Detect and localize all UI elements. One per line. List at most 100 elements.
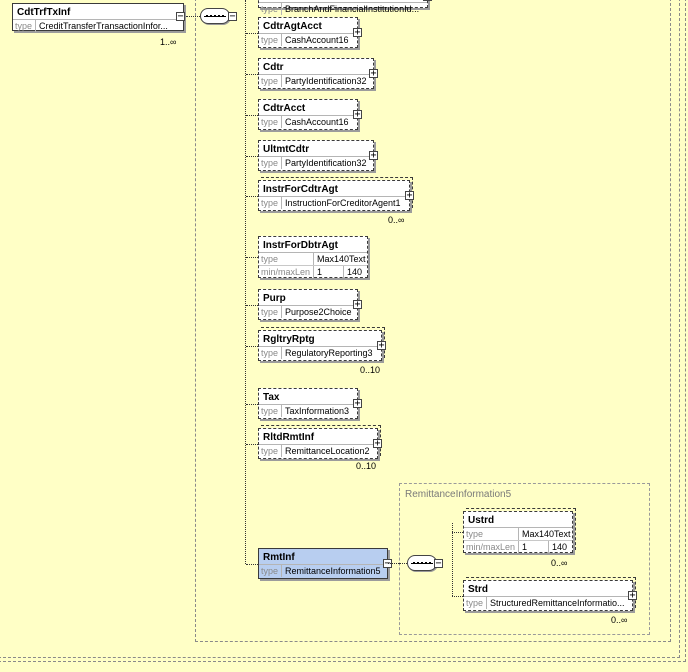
element-rmtinf-name: RmtInf — [263, 552, 295, 563]
connector-line — [246, 444, 258, 445]
type-label: type — [259, 3, 282, 15]
element-rgltryrptg-type: RegulatoryReporting3 — [285, 348, 373, 358]
root-cardinality: 1..∞ — [160, 37, 177, 47]
root-element-name: CdtTrfTxInf — [17, 7, 71, 18]
child-strd-type: StructuredRemittanceInformatio... — [490, 598, 625, 608]
child-ustrd-cardinality: 0..∞ — [551, 558, 568, 568]
element-ultmtcdtr-type: PartyIdentification32 — [285, 158, 367, 168]
child-connector-line — [452, 596, 463, 597]
element-instrforcdtragt-cardinality: 0..∞ — [388, 215, 405, 225]
element-rmtinf-type: RemittanceInformation5 — [285, 566, 381, 576]
type-label: type — [13, 20, 36, 32]
element-instrfordbtragt-min: 1 — [314, 266, 344, 278]
child-sequence-collapse-icon[interactable]: − — [434, 558, 443, 569]
sequence-branch-line — [245, 0, 246, 564]
type-label: type — [464, 528, 519, 540]
child-branch-line — [452, 523, 453, 596]
child-connector-line — [452, 532, 463, 533]
minmax-label: min/maxLen — [464, 541, 519, 553]
connector-line — [246, 257, 258, 258]
type-label: type — [259, 565, 282, 577]
connector-line — [246, 196, 258, 197]
element-instrfordbtragt-name: InstrForDbtrAgt — [263, 240, 338, 251]
type-label: type — [259, 347, 282, 359]
child-strd-cardinality: 0..∞ — [611, 615, 628, 625]
element-cdtragtacct-expand-icon[interactable]: + — [353, 27, 362, 38]
type-label: type — [259, 306, 282, 318]
element-cdtracct-name: CdtrAcct — [263, 103, 306, 114]
connector-line — [246, 74, 258, 75]
child-sequence-compositor-icon[interactable] — [407, 555, 437, 571]
element-purp-expand-icon[interactable]: + — [353, 299, 362, 310]
connector-line — [246, 305, 258, 306]
type-label: type — [259, 253, 314, 265]
element-rgltryrptg-expand-icon[interactable]: + — [377, 340, 386, 351]
element-first-type: BranchAndFinancialInstitutionId... — [285, 4, 420, 14]
element-tax-type: TaxInformation3 — [285, 406, 350, 416]
connector-line — [246, 564, 258, 565]
type-label: type — [259, 34, 282, 46]
element-rltdrmtinf-expand-icon[interactable]: + — [373, 438, 382, 449]
element-rltdrmtinf-type: RemittanceLocation2 — [285, 446, 370, 456]
connector-rmtinf-out — [388, 563, 399, 564]
type-label: type — [464, 597, 487, 609]
connector-line — [246, 346, 258, 347]
type-label: type — [259, 445, 282, 457]
element-cdtracct-expand-icon[interactable]: + — [353, 109, 362, 120]
child-ustrd-type: Max140Text — [522, 529, 571, 539]
element-rltdrmtinf-name: RltdRmtInf — [263, 432, 315, 443]
connector-root-sequence — [186, 16, 200, 17]
type-label: type — [259, 197, 282, 209]
element-cdtr-type: PartyIdentification32 — [285, 76, 367, 86]
type-label: type — [259, 157, 282, 169]
child-strd-name: Strd — [468, 584, 488, 595]
sequence-collapse-icon[interactable]: − — [228, 11, 237, 22]
child-strd-expand-icon[interactable]: + — [628, 590, 637, 601]
element-purp-type: Purpose2Choice — [285, 307, 352, 317]
child-ustrd-min: 1 — [519, 541, 549, 553]
element-rgltryrptg-name: RgltryRptg — [263, 334, 315, 345]
root-collapse-icon[interactable]: − — [176, 11, 185, 22]
element-cdtragtacct-name: CdtrAgtAcct — [263, 21, 322, 32]
element-instrforcdtragt-name: InstrForCdtrAgt — [263, 184, 338, 195]
outer-frame-2 — [0, 0, 680, 658]
element-cdtr-name: Cdtr — [263, 62, 284, 73]
remittance-information-frame — [399, 483, 650, 635]
sequence-compositor-icon[interactable] — [200, 8, 230, 24]
connector-line — [246, 404, 258, 405]
element-rgltryrptg-cardinality: 0..10 — [360, 365, 381, 375]
element-ultmtcdtr-expand-icon[interactable]: + — [369, 150, 378, 161]
element-cdtr-expand-icon[interactable]: + — [369, 68, 378, 79]
connector-line — [246, 33, 258, 34]
element-purp-name: Purp — [263, 293, 286, 304]
element-ultmtcdtr-name: UltmtCdtr — [263, 144, 310, 155]
element-instrfordbtragt-type: Max140Text — [317, 254, 366, 264]
type-label: type — [259, 75, 282, 87]
element-cdtragtacct-type: CashAccount16 — [285, 35, 349, 45]
sequence-frame — [195, 0, 671, 642]
minmax-label: min/maxLen — [259, 266, 314, 278]
child-ustrd-name: Ustrd — [468, 515, 495, 526]
element-first-expand-icon[interactable]: + — [423, 0, 432, 2]
connector-rmtinf-sequence — [399, 563, 407, 564]
connector-line — [246, 156, 258, 157]
element-tax-expand-icon[interactable]: + — [353, 398, 362, 409]
type-label: type — [259, 405, 282, 417]
element-instrforcdtragt-expand-icon[interactable]: + — [405, 190, 414, 201]
